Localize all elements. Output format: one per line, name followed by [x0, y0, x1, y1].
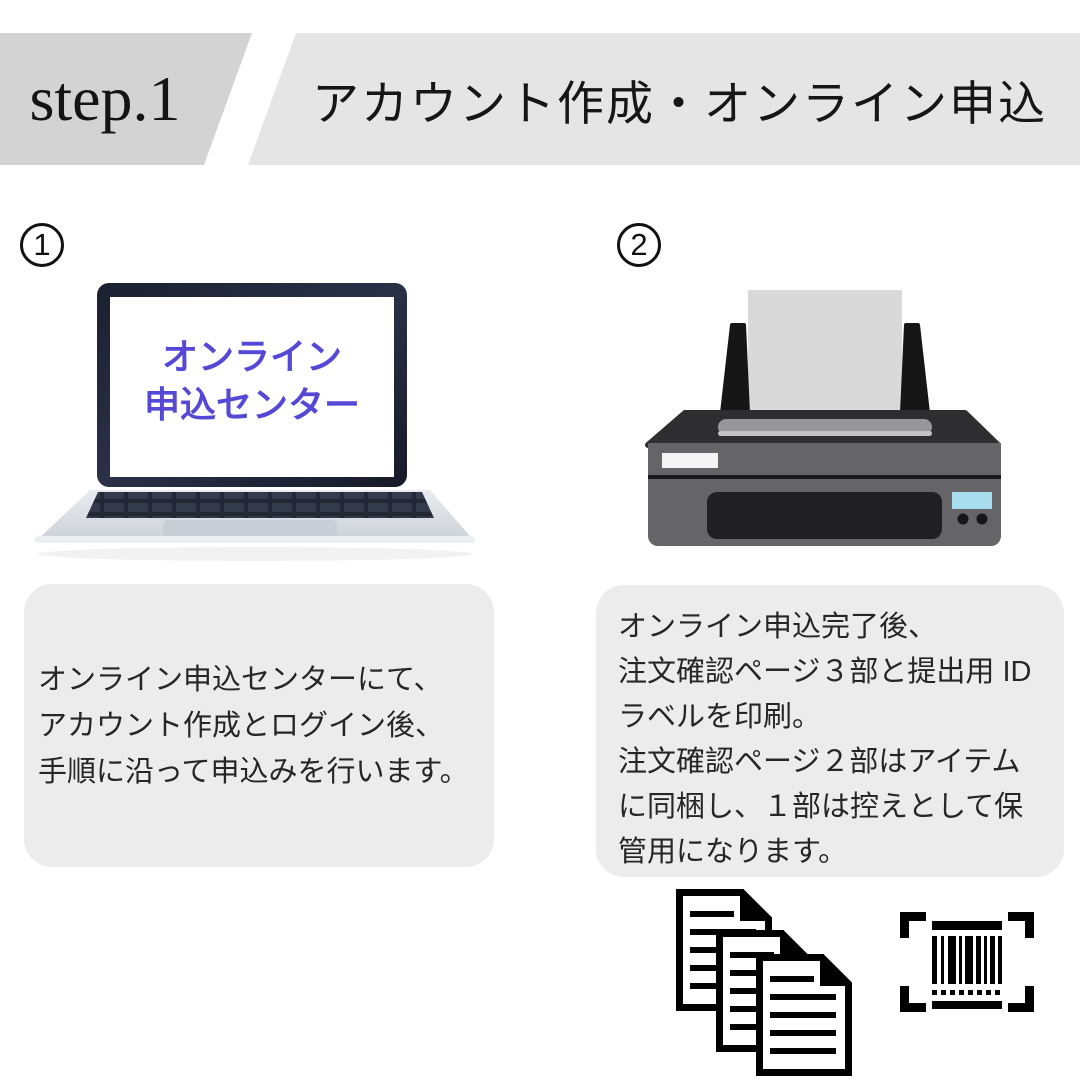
documents-icon	[664, 886, 864, 1080]
laptop-illustration	[30, 280, 480, 565]
step-label: step.1	[29, 63, 181, 134]
step-number-2-badge: 2	[617, 223, 661, 267]
step-number-1-badge: 1	[20, 223, 64, 267]
laptop-icon	[35, 283, 475, 561]
barcode-icon	[898, 908, 1036, 1016]
printer-illustration	[645, 288, 1005, 550]
page-title: アカウント作成・オンライン申込	[312, 76, 1047, 130]
left-description: オンライン申込センターにて、 アカウント作成とログイン後、 手順に沿って申込みを…	[38, 663, 469, 788]
barcode-svg	[900, 912, 1034, 1012]
left-info-box: オンライン申込センターにて、 アカウント作成とログイン後、 手順に沿って申込みを…	[24, 584, 494, 867]
right-description: オンライン申込完了後、 注文確認ページ３部と提出用 ID ラベルを印刷。 注文確…	[618, 611, 1032, 868]
laptop-screen-text: オンライン 申込センター	[106, 322, 398, 440]
laptop-screen-line2: 申込センター	[143, 384, 360, 425]
step-number-2: 2	[630, 227, 648, 262]
printer-icon	[645, 290, 1001, 546]
step-number-1: 1	[33, 227, 51, 262]
laptop-screen-line1: オンライン	[161, 336, 342, 377]
documents-svg	[676, 889, 852, 1076]
right-info-box: オンライン申込完了後、 注文確認ページ３部と提出用 ID ラベルを印刷。 注文確…	[596, 585, 1064, 877]
